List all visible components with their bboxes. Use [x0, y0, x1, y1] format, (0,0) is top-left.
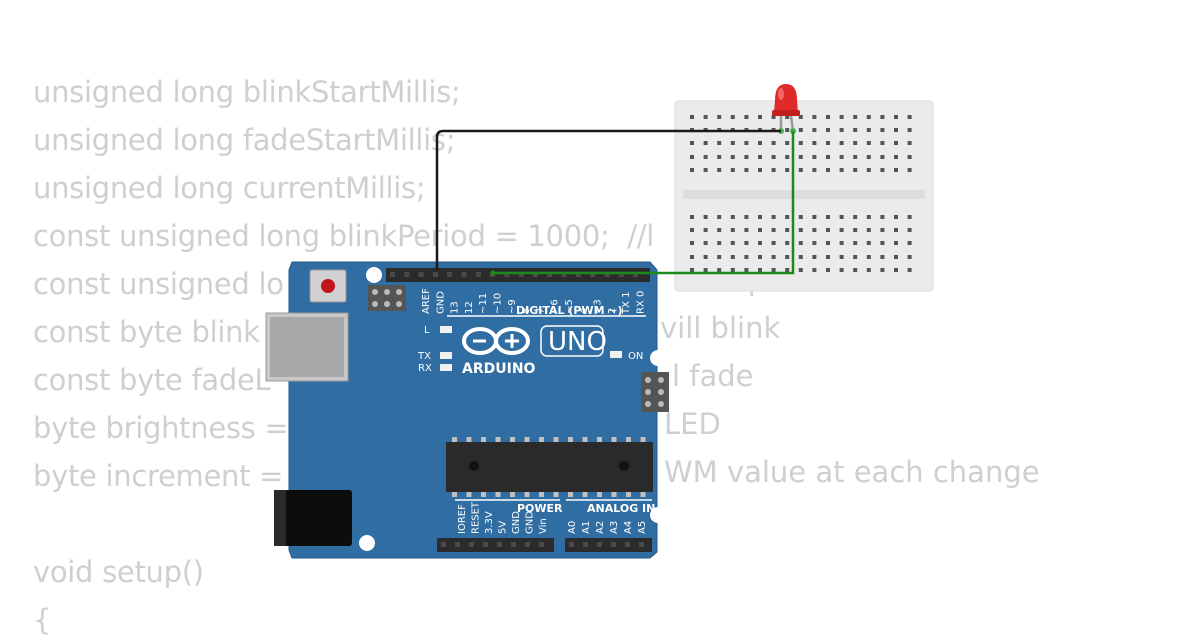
digital-pin-label: RX 0	[636, 291, 647, 314]
power-pin-label: RESET	[471, 501, 482, 534]
breadboard-holes	[690, 115, 912, 272]
mounting-hole	[359, 535, 375, 551]
red-led[interactable]	[772, 84, 800, 134]
digital-pin-label: 13	[450, 301, 461, 314]
digital-pin-label: AREF	[421, 288, 432, 314]
code-line: const unsigned long blinkPeriod = 1000; …	[33, 219, 655, 253]
digital-pin-label: ~3	[593, 299, 604, 314]
power-pin-label: GND	[511, 511, 522, 534]
code-fragment-9: WM value at each change	[664, 455, 1040, 489]
digital-pin-label: ~11	[478, 293, 489, 314]
code-line: void setup()	[33, 555, 204, 589]
wire-green-pin9[interactable]	[493, 131, 795, 275]
analog-header[interactable]	[565, 538, 652, 552]
l-led	[440, 326, 452, 333]
power-jack	[274, 490, 352, 546]
code-line: unsigned long fadeStartMillis;	[33, 123, 456, 157]
wire-black-gnd[interactable]	[435, 129, 781, 270]
analog-pin-label: A0	[567, 521, 578, 534]
digital-pin-label: ~5	[564, 299, 575, 314]
digital-pin-label: 12	[464, 301, 475, 314]
analog-pin-label: A2	[595, 521, 606, 534]
rx-label: RX	[418, 363, 432, 374]
power-pin-label: Vin	[538, 518, 549, 534]
uno-model-label: UNO	[548, 327, 607, 357]
l-label: L	[424, 325, 430, 336]
circuit-canvas[interactable]: ds period vill blink l fade LED WM value…	[0, 0, 1200, 630]
digital-pin-label: 7	[535, 308, 546, 314]
on-label: ON	[628, 351, 643, 362]
tx-led	[440, 352, 452, 359]
breadboard-center-channel	[683, 190, 925, 199]
arduino-logo-icon	[462, 327, 530, 355]
rx-led	[440, 364, 452, 371]
power-pin-label: IOREF	[457, 504, 468, 534]
power-pin-label: 5V	[498, 521, 509, 534]
code-fragment-8: LED	[664, 407, 721, 441]
mounting-hole	[650, 507, 666, 523]
digital-pin-label: ~6	[550, 299, 561, 314]
tx-label: TX	[417, 351, 431, 362]
digital-pwm-label: DIGITAL (PWM ~)	[516, 304, 623, 317]
code-line: byte brightness =	[33, 411, 298, 445]
mounting-hole	[366, 267, 382, 283]
power-pin-label: 3.3V	[484, 511, 495, 534]
analog-pin-label: A3	[609, 521, 620, 534]
digital-pin-label: 2	[607, 308, 618, 314]
analog-pin-label: A4	[623, 521, 634, 534]
digital-pin-label: 4	[578, 308, 589, 314]
digital-pin-label: GND	[435, 291, 446, 314]
code-line: unsigned long blinkStartMillis;	[33, 75, 461, 109]
atmega-chip	[446, 442, 653, 492]
code-line: byte increment =	[33, 459, 292, 493]
arduino-brand: ARDUINO	[462, 361, 536, 377]
analog-pin-label: A1	[581, 521, 592, 534]
analog-pin-label: A5	[637, 521, 648, 534]
on-led	[610, 351, 622, 358]
code-fragment-7: l fade	[672, 359, 754, 393]
power-header[interactable]	[437, 538, 554, 552]
analog-in-label: ANALOG IN	[587, 502, 655, 515]
digital-pin-label: ~10	[493, 293, 504, 314]
icsp-header-right	[641, 372, 669, 412]
code-line: const byte blink	[33, 315, 260, 349]
code-line: {	[33, 603, 52, 637]
icsp-header-top	[368, 285, 406, 311]
digital-pin-label: ~9	[507, 299, 518, 314]
code-fragment-6: vill blink	[660, 311, 780, 345]
digital-header[interactable]	[386, 268, 650, 282]
breadboard[interactable]	[674, 100, 934, 292]
power-label: POWER	[517, 502, 563, 515]
code-line: unsigned long currentMillis;	[33, 171, 426, 205]
code-line: const byte fadeL	[33, 363, 271, 397]
code-editor-background: unsigned long blinkStartMillis; unsigned …	[33, 68, 654, 644]
power-pin-label: GND	[525, 511, 536, 534]
code-line: const unsigned lo	[33, 267, 284, 301]
digital-pin-label: 8	[521, 308, 532, 314]
digital-pin-label: TX 1	[621, 292, 632, 316]
mounting-hole	[650, 350, 666, 366]
